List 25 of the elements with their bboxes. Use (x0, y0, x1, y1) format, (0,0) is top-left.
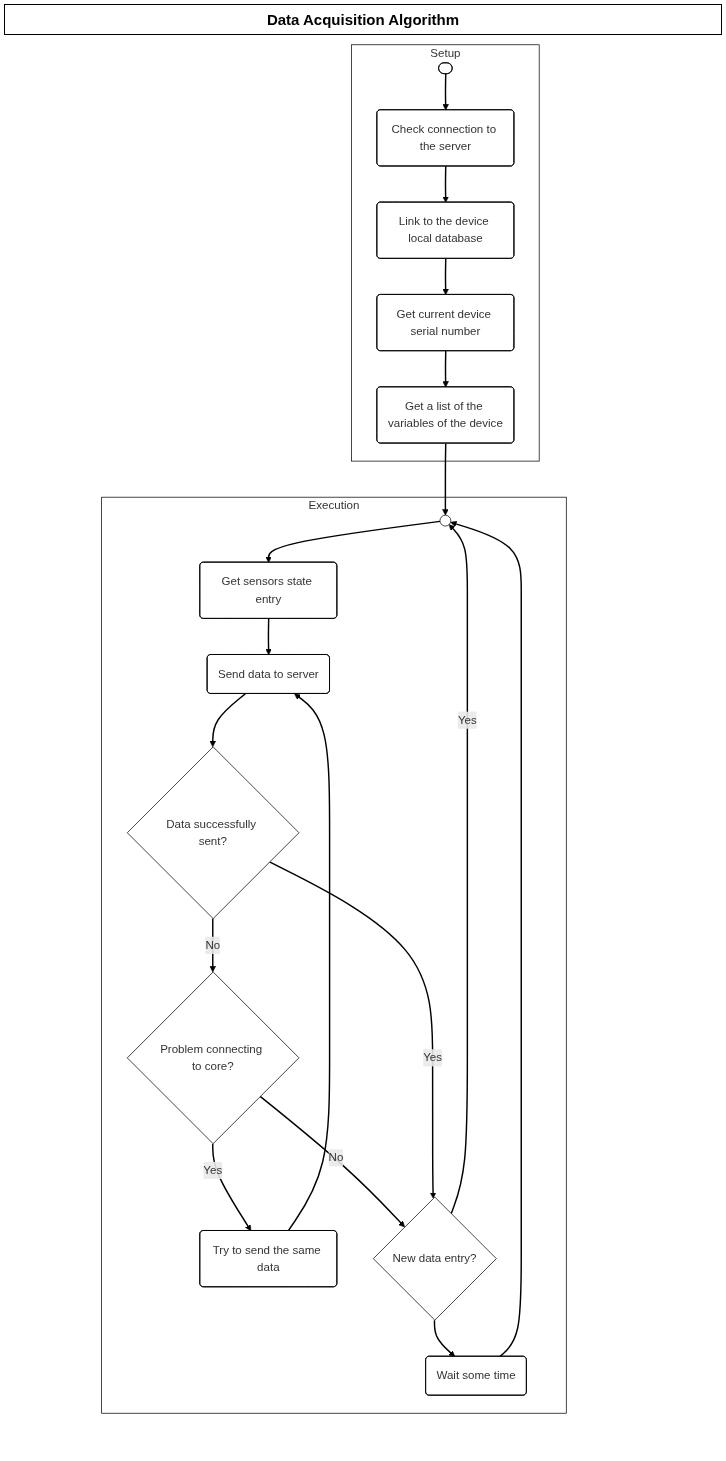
edge-label: Yes (457, 713, 477, 726)
node-diamond: Data successfully sent? (126, 746, 300, 919)
arrow (442, 258, 449, 296)
edge-label: Yes (203, 1163, 223, 1177)
arrow (265, 520, 441, 563)
arrow (442, 442, 449, 516)
arrow (259, 1095, 405, 1228)
arrow (268, 861, 437, 1199)
arrow (433, 1319, 456, 1357)
arrow (209, 693, 246, 748)
node-circle (439, 514, 452, 527)
arrow (265, 618, 272, 656)
arrow (442, 73, 449, 111)
arrow (442, 350, 449, 388)
arrow (442, 165, 449, 203)
arrow (448, 524, 469, 1215)
edge-label: No (205, 938, 221, 952)
node-diamond: New data entry? (372, 1196, 497, 1321)
diagram-title: Data Acquisition Algorithm (4, 4, 722, 35)
arrow (212, 1143, 252, 1232)
edge-label: No (328, 1151, 344, 1164)
arrow (450, 520, 522, 1358)
node-diamond: Problem connecting to core? (126, 971, 300, 1145)
edge-label: Yes (423, 1051, 443, 1064)
arrow (287, 693, 331, 1232)
